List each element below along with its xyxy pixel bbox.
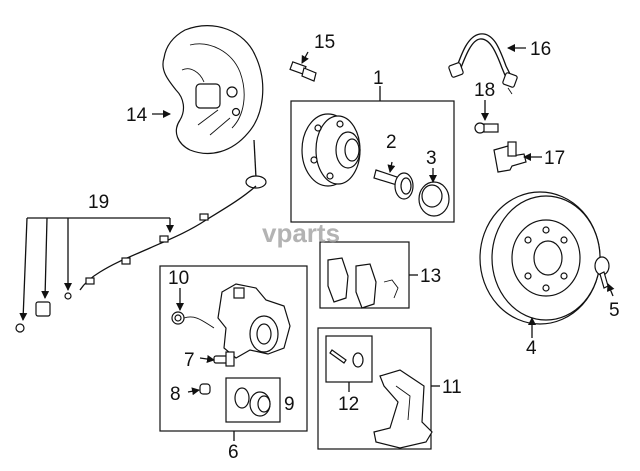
callout-4: 4 [526, 338, 537, 359]
callout-11: 11 [442, 377, 462, 398]
axle-bolt-part[interactable] [373, 169, 414, 200]
callout-13: 13 [420, 266, 441, 287]
dust-cap-part[interactable] [418, 181, 450, 217]
backing-plate-part[interactable] [162, 25, 264, 154]
watermark-logo: vparts [262, 218, 340, 248]
seal-kit-part[interactable] [225, 377, 281, 423]
callout-18: 18 [474, 80, 495, 101]
brake-hose-part[interactable] [448, 33, 518, 95]
callout-16: 16 [530, 39, 551, 60]
callout-14: 14 [126, 105, 148, 126]
leader-lines [19, 44, 615, 441]
callout-2: 2 [386, 132, 397, 153]
caliper-spring-part[interactable] [171, 311, 215, 329]
caliper-bracket-part[interactable] [373, 369, 433, 449]
bleeder-cap-part[interactable] [199, 383, 211, 395]
bolt-part-15[interactable] [289, 61, 317, 82]
callout-17: 17 [544, 148, 565, 169]
callout-12: 12 [338, 394, 359, 415]
abs-sensor-wire-part[interactable] [15, 139, 267, 333]
callout-7: 7 [184, 350, 195, 371]
brake-pads-part[interactable] [327, 257, 399, 309]
hose-bracket-part[interactable] [493, 141, 527, 173]
rotor-screw-part[interactable] [594, 256, 610, 289]
callout-5: 5 [609, 300, 620, 321]
callout-9: 9 [284, 394, 295, 415]
brake-caliper-part[interactable] [217, 283, 291, 359]
bracket-group-box [317, 327, 432, 450]
wheel-hub-part[interactable] [301, 113, 361, 187]
callout-3: 3 [426, 148, 437, 169]
bolt-part-18[interactable] [474, 122, 499, 134]
callout-1: 1 [373, 68, 384, 89]
guide-pins-part[interactable] [325, 335, 373, 383]
callout-19: 19 [88, 192, 109, 213]
callout-8: 8 [170, 384, 181, 405]
hub-group-box [290, 100, 455, 223]
brake-rotor-part[interactable] [479, 191, 601, 325]
bleeder-screw-part[interactable] [213, 351, 235, 367]
callout-6: 6 [228, 442, 239, 463]
callout-10: 10 [168, 268, 189, 289]
callout-15: 15 [314, 32, 335, 53]
